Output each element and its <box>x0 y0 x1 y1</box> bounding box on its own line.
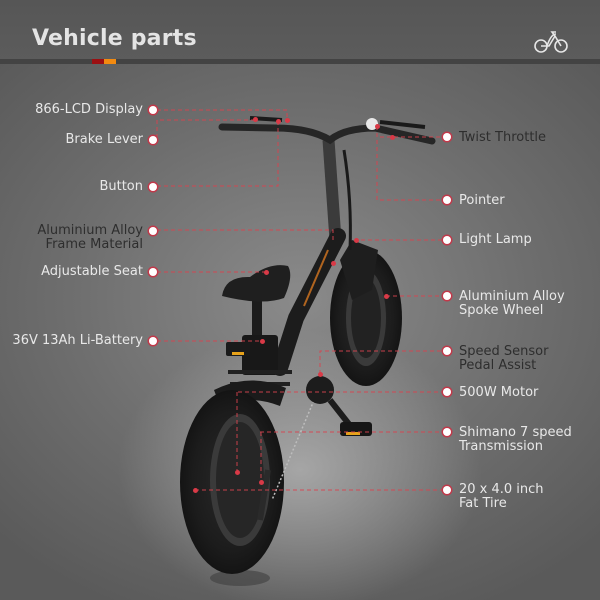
marker-light-lamp <box>443 236 451 244</box>
anchor-pointer <box>375 124 380 129</box>
marker-pointer <box>443 196 451 204</box>
anchor-lamp <box>354 238 359 243</box>
marker-adjustable-seat <box>149 268 157 276</box>
label-transmission: Shimano 7 speed Transmission <box>459 425 572 454</box>
label-spoke-wheel: Aluminium Alloy Spoke Wheel <box>459 289 565 318</box>
bicycle-logo-icon <box>534 31 568 53</box>
marker-frame-material <box>149 227 157 235</box>
header-divider <box>0 59 600 64</box>
label-fat-tire: 20 x 4.0 inch Fat Tire <box>459 482 544 511</box>
label-pedal-assist: Speed Sensor Pedal Assist <box>459 344 549 373</box>
marker-transmission <box>443 428 451 436</box>
page-title: Vehicle parts <box>32 26 197 51</box>
anchor-pedal-assist <box>318 372 323 377</box>
marker-twist-throttle <box>443 133 451 141</box>
anchor-lcd <box>285 118 290 123</box>
label-lcd-display: 866-LCD Display <box>35 102 143 117</box>
label-motor: 500W Motor <box>459 385 539 400</box>
label-adjustable-seat: Adjustable Seat <box>41 264 143 279</box>
marker-brake-lever <box>149 136 157 144</box>
label-button: Button <box>99 179 143 194</box>
label-frame-material: Aluminium Alloy Frame Material <box>37 223 143 252</box>
anchor-wheel <box>384 294 389 299</box>
anchor-frame <box>331 261 336 266</box>
anchor-brake-lever <box>253 117 258 122</box>
anchor-seat <box>264 270 269 275</box>
label-brake-lever: Brake Lever <box>65 132 143 147</box>
marker-pedal-assist <box>443 347 451 355</box>
anchor-button <box>276 119 281 124</box>
accent-bar-orange <box>104 59 116 64</box>
marker-spoke-wheel <box>443 292 451 300</box>
label-battery: 36V 13Ah Li-Battery <box>12 333 143 348</box>
label-pointer: Pointer <box>459 193 505 208</box>
header-bar <box>0 0 600 62</box>
marker-fat-tire <box>443 486 451 494</box>
marker-lcd-display <box>149 106 157 114</box>
anchor-transmission <box>259 480 264 485</box>
label-light-lamp: Light Lamp <box>459 232 532 247</box>
marker-motor <box>443 388 451 396</box>
label-twist-throttle: Twist Throttle <box>459 130 547 145</box>
marker-button <box>149 183 157 191</box>
anchor-motor <box>235 470 240 475</box>
marker-battery <box>149 337 157 345</box>
anchor-battery <box>260 339 265 344</box>
anchor-throttle <box>390 135 395 140</box>
anchor-tire <box>193 488 198 493</box>
accent-bar-red <box>92 59 104 64</box>
